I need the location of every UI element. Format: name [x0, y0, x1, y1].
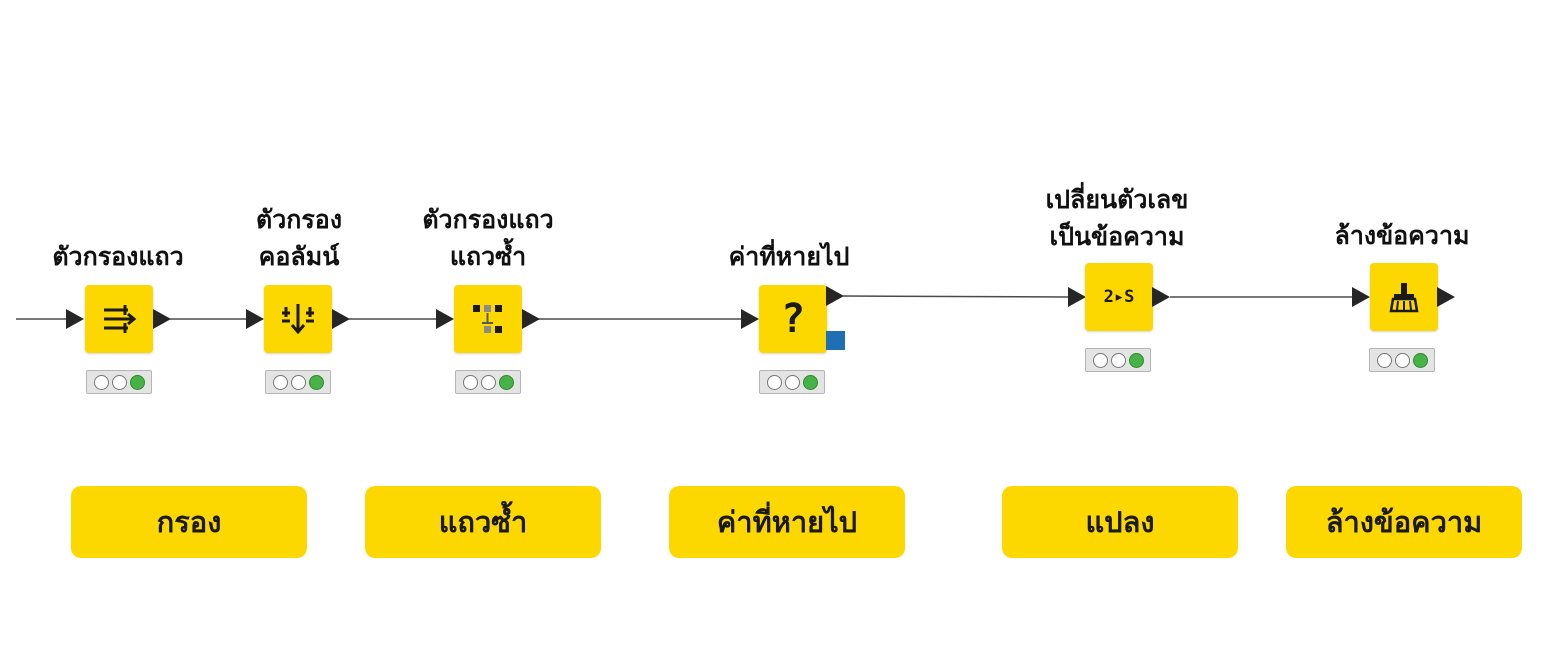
status-light-yellow: [111, 374, 127, 390]
node-title-line: เป็นข้อความ: [1049, 222, 1185, 251]
input-port[interactable]: [741, 309, 759, 329]
category-missing-value: ค่าที่หายไป: [669, 486, 905, 558]
number-to-string-icon: 2▸S: [1103, 287, 1135, 307]
node-title-number-to-string: เปลี่ยนตัวเลข เป็นข้อความ: [997, 181, 1237, 255]
node-title-line: ล้างข้อความ: [1334, 221, 1470, 250]
node-title-row-filter: ตัวกรองแถว: [0, 238, 238, 275]
status-light-yellow: [290, 374, 306, 390]
status-indicator: [86, 370, 152, 394]
node-title-line: ตัวกรอง: [255, 205, 343, 234]
node-missing-value[interactable]: ?: [759, 285, 827, 353]
category-clean-text: ล้างข้อความ: [1286, 486, 1522, 558]
status-indicator: [1085, 348, 1151, 372]
node-number-to-string[interactable]: 2▸S: [1085, 263, 1153, 331]
node-title-line: เปลี่ยนตัวเลข: [1045, 185, 1189, 214]
status-light-yellow: [784, 374, 800, 390]
status-light-green: [1412, 352, 1428, 368]
status-light-red: [1092, 352, 1108, 368]
flow-variable-port[interactable]: [826, 331, 845, 350]
input-port[interactable]: [1352, 287, 1370, 307]
input-port[interactable]: [246, 309, 264, 329]
duplicate-row-filter-icon: [470, 301, 506, 337]
broom-icon: [1386, 279, 1422, 315]
column-filter-icon: [280, 301, 316, 337]
status-light-yellow: [1394, 352, 1410, 368]
output-port[interactable]: [153, 309, 171, 329]
status-indicator: [455, 370, 521, 394]
status-light-green: [1128, 352, 1144, 368]
node-title-string-cleaner: ล้างข้อความ: [1282, 217, 1522, 254]
status-light-green: [129, 374, 145, 390]
status-indicator: [1369, 348, 1435, 372]
output-port[interactable]: [1152, 287, 1170, 307]
category-duplicate-rows: แถวซ้ำ: [365, 486, 601, 558]
status-light-red: [272, 374, 288, 390]
node-title-line: คอลัมน์: [258, 242, 340, 271]
question-mark-icon: ?: [780, 296, 806, 342]
node-title-missing-value: ค่าที่หายไป: [669, 238, 909, 275]
output-port[interactable]: [826, 286, 844, 306]
category-filter: กรอง: [71, 486, 307, 558]
category-convert: แปลง: [1002, 486, 1238, 558]
node-title-duplicate-row-filter: ตัวกรองแถว แถวซ้ำ: [368, 201, 608, 275]
node-row-filter[interactable]: [85, 285, 153, 353]
status-light-red: [93, 374, 109, 390]
status-indicator: [265, 370, 331, 394]
status-light-green: [308, 374, 324, 390]
status-light-red: [462, 374, 478, 390]
status-light-green: [802, 374, 818, 390]
node-title-line: แถวซ้ำ: [449, 242, 527, 271]
node-title-line: ค่าที่หายไป: [728, 242, 850, 271]
status-light-green: [498, 374, 514, 390]
output-port[interactable]: [1437, 287, 1455, 307]
connection-4-5: [842, 295, 1069, 298]
status-light-yellow: [1110, 352, 1126, 368]
output-port[interactable]: [522, 309, 540, 329]
row-filter-icon: [101, 301, 137, 337]
input-port[interactable]: [66, 309, 84, 329]
status-light-red: [766, 374, 782, 390]
node-title-line: ตัวกรองแถว: [422, 205, 554, 234]
status-indicator: [759, 370, 825, 394]
output-port[interactable]: [332, 309, 350, 329]
status-light-red: [1376, 352, 1392, 368]
status-light-yellow: [480, 374, 496, 390]
node-title-line: ตัวกรองแถว: [52, 242, 184, 271]
node-title-column-filter: ตัวกรอง คอลัมน์: [179, 201, 419, 275]
node-string-cleaner[interactable]: [1370, 263, 1438, 331]
node-column-filter[interactable]: [264, 285, 332, 353]
node-duplicate-row-filter[interactable]: [454, 285, 522, 353]
input-port[interactable]: [1068, 287, 1086, 307]
input-port[interactable]: [436, 309, 454, 329]
